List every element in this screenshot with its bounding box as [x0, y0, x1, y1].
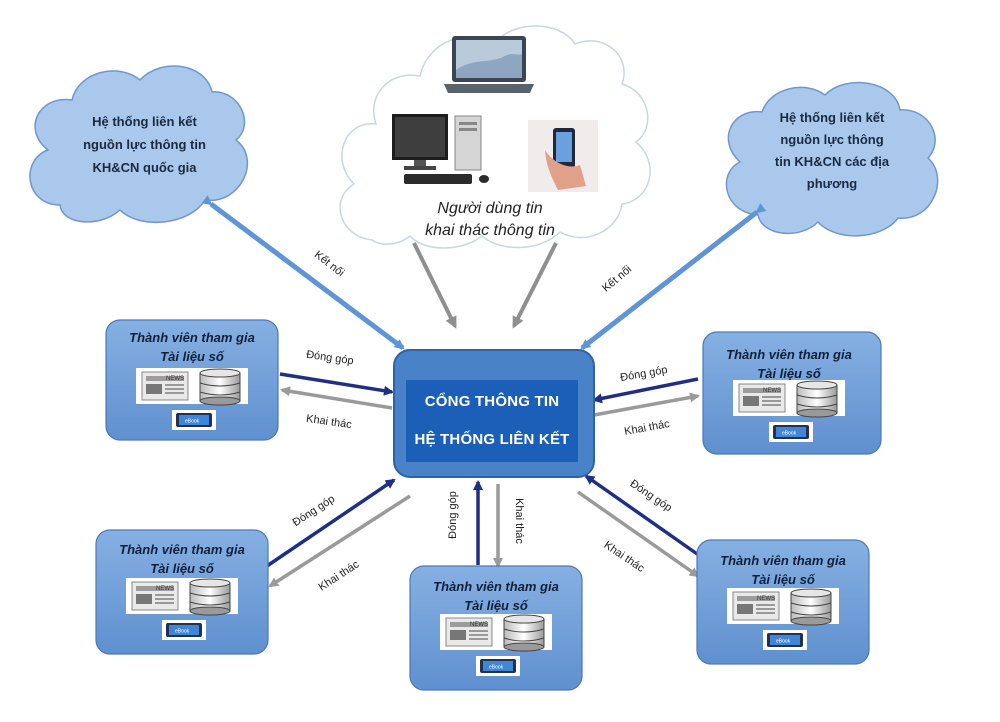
member-title-tl: Thành viên tham gia Tài liệu số	[106, 328, 278, 366]
member-box-tr: NEWS eBook	[702, 331, 882, 455]
contribute-arrow-tl	[279, 372, 394, 396]
ebook-tablet-icon: eBook	[172, 410, 216, 430]
local-network-cloud	[725, 81, 939, 237]
news-icon-label: NEWS	[156, 586, 174, 592]
user-arrows	[412, 242, 558, 329]
contribute-label-bc: Đóng góp	[446, 491, 459, 539]
smartphone-icon	[528, 120, 598, 192]
local-cloud-line3: tin KH&CN các địa	[774, 154, 890, 169]
member-title-bl: Thành viên tham gia Tài liệu số	[96, 540, 268, 578]
database-icon	[503, 614, 545, 652]
national-network-cloud	[29, 65, 249, 223]
contribute-arrow-br	[584, 474, 702, 558]
user-arrow-right	[512, 242, 558, 329]
member-title-line2: Tài liệu số	[757, 366, 821, 381]
user-arrow-left	[412, 242, 457, 329]
hub-text: CỔNG THÔNG TIN HỆ THỐNG LIÊN KẾT	[406, 383, 578, 459]
member-title-line1: Thành viên tham gia	[433, 579, 559, 594]
member-box-br: NEWS eBook	[696, 539, 870, 665]
member-box-bc: NEWS eBook	[409, 565, 583, 691]
contribute-arrow-tr	[592, 377, 699, 404]
users-cloud-text: Người dùng tin khai thác thông tin	[400, 198, 580, 242]
member-boxes: NEWSeBookNEWSeBookNEWSeBookNEWSeBookNEWS…	[95, 319, 882, 691]
local-cloud-line2: nguồn lực thông	[780, 132, 884, 147]
laptop-icon	[444, 36, 534, 93]
national-cloud-line2: nguồn lực thông tin	[83, 137, 206, 152]
desktop-computer-icon	[392, 114, 489, 184]
news-icon-label: NEWS	[470, 622, 488, 628]
national-cloud-line1: Hệ thống liên kết	[92, 114, 197, 129]
news-icon-label: NEWS	[763, 388, 781, 394]
ebook-icon-label: eBook	[175, 629, 190, 635]
ebook-tablet-icon: eBook	[476, 656, 520, 676]
member-title-tr: Thành viên tham gia Tài liệu số	[703, 345, 875, 383]
exploit-label-bc: Khai thác	[512, 498, 525, 544]
ebook-icon-label: eBook	[185, 419, 200, 425]
local-cloud-text: Hệ thống liên kết nguồn lực thông tin KH…	[752, 107, 912, 195]
exploit-arrow-bl	[268, 494, 411, 588]
contribute-arrow-bl	[263, 478, 396, 570]
local-cloud-line1: Hệ thống liên kết	[779, 110, 885, 125]
users-cloud	[339, 25, 651, 249]
portal-hub	[393, 349, 595, 478]
users-cloud-line1: Người dùng tin	[437, 200, 543, 217]
exploit-arrow-tr	[593, 392, 700, 417]
hub-title-line2: HỆ THỐNG LIÊN KẾT	[414, 431, 570, 448]
connect-arrow-left	[201, 195, 405, 350]
member-title-bc: Thành viên tham gia Tài liệu số	[410, 577, 582, 615]
database-icon	[189, 578, 231, 616]
member-title-line2: Tài liệu số	[464, 598, 528, 613]
database-icon	[790, 588, 832, 626]
database-icon	[199, 368, 241, 406]
ebook-icon-label: eBook	[782, 431, 797, 437]
national-cloud-text: Hệ thống liên kết nguồn lực thông tin KH…	[62, 110, 227, 179]
ebook-tablet-icon: eBook	[162, 620, 206, 640]
member-box-bl: NEWS eBook	[95, 529, 269, 655]
news-icon-label: NEWS	[757, 596, 775, 602]
ebook-icon-label: eBook	[776, 639, 791, 645]
member-title-line1: Thành viên tham gia	[119, 542, 245, 557]
flow-arrows	[263, 372, 702, 588]
member-title-br: Thành viên tham gia Tài liệu số	[697, 551, 869, 589]
member-box-tl: NEWS eBook	[105, 319, 279, 441]
users-cloud-line2: khai thác thông tin	[425, 222, 555, 239]
member-title-line1: Thành viên tham gia	[720, 553, 846, 568]
exploit-arrow-br	[576, 490, 700, 578]
ebook-icon-label: eBook	[489, 665, 504, 671]
member-title-line1: Thành viên tham gia	[129, 330, 255, 345]
connect-arrows	[201, 195, 767, 350]
news-icon-label: NEWS	[166, 376, 184, 382]
exploit-arrow-tl	[280, 386, 393, 410]
member-title-line2: Tài liệu số	[160, 349, 224, 364]
member-title-line2: Tài liệu số	[150, 561, 214, 576]
hub-title-line1: CỔNG THÔNG TIN	[424, 393, 560, 410]
ebook-tablet-icon: eBook	[769, 422, 813, 442]
member-title-line2: Tài liệu số	[751, 572, 815, 587]
ebook-tablet-icon: eBook	[763, 630, 807, 650]
national-cloud-line3: KH&CN quốc gia	[92, 160, 197, 175]
member-title-line1: Thành viên tham gia	[726, 347, 852, 362]
connect-arrow-right	[580, 203, 767, 350]
database-icon	[796, 380, 838, 418]
local-cloud-line4: phương	[806, 176, 858, 191]
